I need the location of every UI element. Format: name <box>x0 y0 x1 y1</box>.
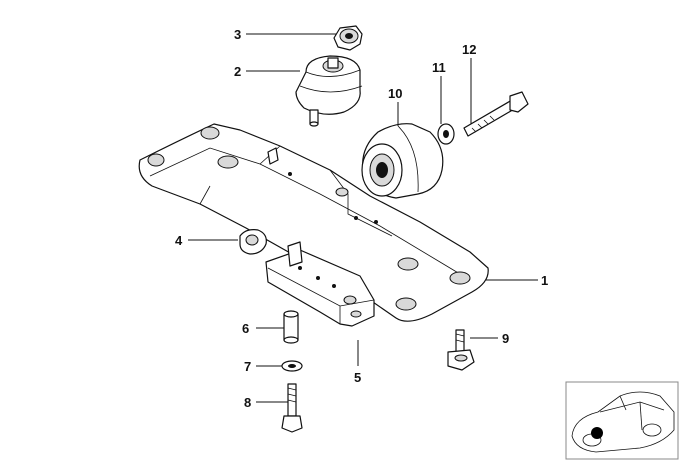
callout-2: 2 <box>234 64 241 79</box>
part-7-washer[interactable] <box>281 360 303 372</box>
part-6-sleeve[interactable] <box>283 310 299 344</box>
callout-7: 7 <box>244 359 251 374</box>
callout-4: 4 <box>175 233 183 248</box>
part-3-nut[interactable] <box>333 25 363 51</box>
part-11-washer[interactable] <box>437 123 455 145</box>
part-1-crossmember[interactable] <box>138 123 489 322</box>
location-dot <box>591 427 603 439</box>
part-2-engine-mount[interactable] <box>295 55 363 127</box>
part-4-buffer[interactable] <box>239 229 267 255</box>
callout-6: 6 <box>242 321 249 336</box>
vehicle-location-thumbnail[interactable] <box>565 381 679 460</box>
callout-5: 5 <box>354 370 361 385</box>
callout-12: 12 <box>462 42 476 57</box>
callout-11: 11 <box>432 60 446 75</box>
car-location-icon <box>571 391 675 453</box>
part-5-support-bracket[interactable] <box>265 241 375 327</box>
callout-9: 9 <box>502 331 509 346</box>
callout-8: 8 <box>244 395 251 410</box>
part-8-bolt[interactable] <box>281 383 303 433</box>
callout-1: 1 <box>541 273 548 288</box>
callout-3: 3 <box>234 27 241 42</box>
part-9-bolt[interactable] <box>447 329 475 371</box>
callout-10: 10 <box>388 86 402 101</box>
part-12-bolt[interactable] <box>463 91 529 137</box>
part-10-bushing[interactable] <box>361 123 444 199</box>
